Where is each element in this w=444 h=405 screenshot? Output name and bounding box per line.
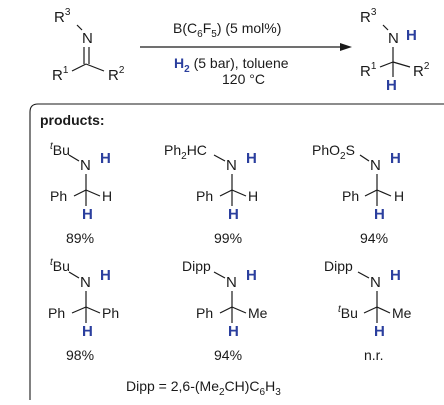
p1-nh: H — [100, 150, 111, 167]
p5-bond-a — [213, 271, 226, 279]
p4-bond-c — [71, 306, 87, 314]
p6-nh: H — [390, 267, 401, 284]
p3-bond-d — [376, 189, 392, 197]
p2-yield: 99% — [214, 230, 242, 246]
p6-n-group: Dipp — [324, 258, 353, 274]
reactant-imine: R3 N R1 R2 — [52, 7, 125, 84]
p3-ch: H — [374, 206, 385, 223]
p4-n: N — [80, 274, 91, 291]
p1-yield: 89% — [66, 230, 94, 246]
p5-bond-d — [231, 306, 247, 314]
p1-bond-a — [68, 154, 80, 162]
p5-ch: H — [228, 323, 239, 340]
p6-bond-d — [376, 306, 391, 314]
p2-bond-d — [231, 189, 247, 197]
p-bond-c-r2 — [392, 61, 411, 68]
arrow-head — [340, 43, 352, 51]
p4-yield: 98% — [66, 347, 94, 363]
product-n: N — [388, 30, 399, 47]
product-5: Dipp N H Ph Me H 94% — [182, 258, 268, 363]
p6-left: tBu — [338, 304, 358, 321]
p1-n-group: tBu — [50, 141, 70, 158]
reactant-r2: R2 — [108, 65, 125, 84]
p3-n: N — [370, 157, 381, 174]
p6-bond-c — [363, 306, 378, 314]
p2-left: Ph — [196, 188, 213, 204]
p2-nh: H — [246, 150, 257, 167]
p6-ch: H — [374, 323, 385, 340]
p2-n: N — [226, 157, 237, 174]
p4-ch: H — [82, 323, 93, 340]
p1-n: N — [80, 157, 91, 174]
product-1: tBu N H Ph H H 89% — [50, 141, 112, 246]
product-ch: H — [386, 77, 397, 94]
p3-yield: 94% — [360, 230, 388, 246]
p1-bond-d — [85, 189, 101, 197]
product-r1: R1 — [360, 61, 377, 80]
product-r3: R3 — [360, 7, 377, 26]
product-3: PhO2S N H Ph H H 94% — [312, 142, 404, 246]
p4-n-group: tBu — [50, 257, 70, 274]
p4-left: Ph — [48, 305, 65, 321]
p6-n: N — [370, 274, 381, 291]
product-2: Ph2HC N H Ph H H 99% — [164, 142, 258, 246]
p3-bond-a — [359, 154, 370, 162]
p5-yield: 94% — [214, 347, 242, 363]
p5-left: Ph — [196, 305, 213, 321]
p2-ch: H — [228, 206, 239, 223]
p2-right: H — [248, 188, 258, 204]
product-nh: H — [406, 27, 417, 44]
p-bond-c-r1 — [379, 61, 394, 68]
p5-bond-c — [219, 306, 233, 314]
p3-bond-c — [364, 189, 378, 197]
product-6: Dipp N H tBu Me H n.r. — [324, 258, 412, 363]
p6-right: Me — [392, 305, 412, 321]
bond-c-r1 — [71, 63, 87, 72]
p6-bond-a — [357, 271, 370, 279]
p5-n: N — [226, 274, 237, 291]
p2-bond-a — [213, 154, 226, 162]
p2-n-group: Ph2HC — [164, 142, 207, 162]
product-amine: R3 N H R1 R2 H — [360, 7, 430, 94]
p4-nh: H — [100, 267, 111, 284]
p4-bond-d — [85, 306, 101, 314]
products-box-border — [29, 103, 444, 400]
p3-n-group: PhO2S — [312, 142, 355, 162]
bond-c-r2 — [85, 63, 105, 72]
reactant-n: N — [82, 30, 93, 47]
p6-yield: n.r. — [364, 347, 383, 363]
p-bond-r3-n — [382, 24, 389, 31]
p5-nh: H — [246, 267, 257, 284]
p1-bond-c — [73, 189, 87, 197]
temperature-label: 120 °C — [222, 71, 265, 87]
p1-left: Ph — [50, 188, 67, 204]
p4-right: Ph — [102, 305, 119, 321]
p3-nh: H — [390, 150, 401, 167]
p1-right: H — [102, 188, 112, 204]
product-r2: R2 — [413, 61, 430, 80]
reactant-r1: R1 — [52, 65, 69, 84]
catalyst-label: B(C6F5) (5 mol%) — [173, 20, 281, 40]
reaction-arrow-group: B(C6F5) (5 mol%) H2 (5 bar), toluene 120… — [140, 20, 352, 87]
dipp-footnote: Dipp = 2,6-(Me2CH)C6H3 — [126, 378, 281, 398]
product-4: tBu N H Ph Ph H 98% — [48, 257, 119, 363]
p2-bond-c — [219, 189, 233, 197]
reactant-r3: R3 — [54, 7, 71, 26]
p4-bond-a — [68, 271, 80, 279]
p5-right: Me — [248, 305, 268, 321]
p3-left: Ph — [342, 188, 359, 204]
p3-right: H — [394, 188, 404, 204]
conditions-label: H2 (5 bar), toluene — [174, 55, 289, 75]
products-heading: products: — [40, 112, 105, 128]
p1-ch: H — [82, 206, 93, 223]
p5-n-group: Dipp — [182, 258, 211, 274]
bond-r3-n — [76, 24, 83, 31]
